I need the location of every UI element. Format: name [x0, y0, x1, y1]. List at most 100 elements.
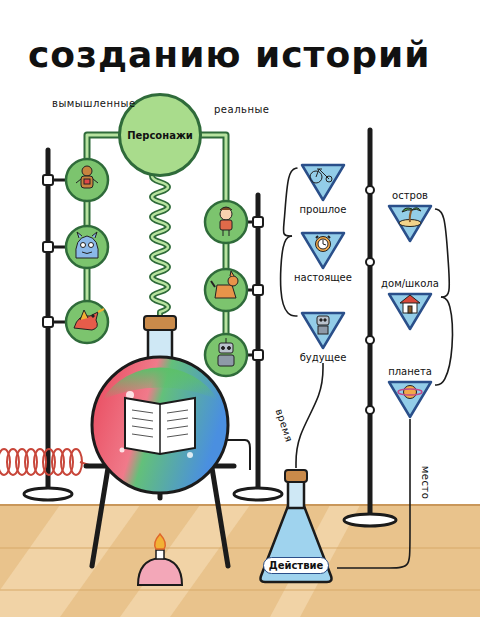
setting-icon [403, 302, 417, 313]
triangle-shape [302, 313, 344, 348]
node-text: прошлое [300, 204, 347, 215]
setting-triangle: дом/школа [379, 278, 441, 331]
tripod-and-burner [155, 534, 166, 549]
boy-icon [220, 208, 232, 220]
setting-icon [316, 236, 330, 238]
flask-shape [288, 480, 304, 508]
robot-icon [218, 338, 234, 366]
wire-connector [337, 419, 410, 568]
setting-icon [320, 319, 322, 321]
story-flask [132, 434, 153, 437]
stand-poles [43, 317, 53, 327]
robot-icon [218, 355, 234, 366]
gingerbread-icon [84, 179, 90, 184]
dog-icon [211, 271, 238, 298]
setting-icon [399, 208, 421, 227]
setting-icon [400, 295, 420, 313]
tripod-and-burner [138, 558, 182, 585]
triangle-shape [389, 294, 431, 329]
stand-poles [366, 258, 374, 266]
gingerbread-icon [81, 176, 93, 188]
triangle-shape [386, 379, 434, 419]
triangle-shape [299, 230, 347, 270]
setting-triangle: будущее [298, 310, 349, 363]
setting-icon [318, 239, 328, 249]
tripod-and-burner [156, 550, 164, 559]
setting-icon [324, 319, 326, 321]
monster-icon [89, 243, 94, 248]
stand-poles [256, 195, 261, 492]
story-flask [92, 316, 250, 493]
stand-poles [24, 488, 72, 500]
setting-icon [323, 240, 326, 245]
setting-icon [410, 209, 412, 222]
wire-label: время [273, 406, 295, 444]
stand-poles [253, 285, 263, 295]
boy-icon [220, 207, 232, 210]
setting-icon [404, 386, 417, 399]
setting-icon [317, 316, 329, 334]
setting-icon [316, 237, 331, 252]
action-flask: Действие [255, 468, 337, 586]
story-flask [167, 410, 188, 413]
spring [0, 449, 92, 475]
tripod-and-burner [92, 468, 108, 566]
stand-poles [253, 217, 263, 227]
story-flask [132, 410, 153, 413]
dog-icon [230, 271, 234, 276]
node-text: планета [388, 366, 432, 377]
setting-icon [402, 208, 421, 212]
monster-icon [82, 252, 92, 254]
dragon-icon [80, 310, 88, 320]
dragon-icon [74, 309, 104, 330]
story-flask [167, 434, 188, 437]
glass-tubes [152, 168, 168, 318]
boy-icon [229, 230, 230, 236]
boy-icon [223, 230, 224, 236]
story-flask [120, 448, 125, 453]
triangle-shape [302, 165, 344, 200]
triangle-shape [302, 233, 344, 268]
gingerbread-icon [82, 166, 92, 176]
group-label: реальные [214, 104, 270, 115]
stand-poles [234, 488, 282, 500]
node-text: настоящее [294, 272, 352, 283]
gingerbread-icon [76, 179, 81, 183]
table [0, 504, 480, 506]
character-circles [66, 159, 108, 201]
story-flask [167, 418, 188, 421]
triangle-shape [386, 203, 434, 243]
triangle-shape [389, 382, 431, 417]
triangle-shape [299, 162, 347, 202]
stand-poles [366, 406, 374, 414]
robot-icon [222, 347, 225, 350]
story-flask [226, 440, 250, 470]
triangle-shape [389, 206, 431, 241]
stand-poles [344, 514, 396, 526]
robot-icon [228, 347, 231, 350]
story-flask [132, 426, 153, 429]
monster-icon [81, 243, 86, 248]
table [0, 505, 140, 617]
setting-icon [398, 389, 422, 395]
setting-icon [316, 236, 331, 252]
flask-shape [261, 506, 332, 582]
stand-poles [366, 336, 374, 344]
title: созданию историй [28, 34, 430, 75]
monster-icon [76, 232, 99, 258]
setting-icon [398, 386, 422, 399]
table [120, 505, 250, 617]
wire-label: место [420, 464, 431, 500]
dragon-icon [92, 315, 94, 317]
stand-poles [24, 130, 396, 526]
dog-icon [228, 276, 238, 286]
setting-icon [408, 306, 412, 313]
setting-triangle: планета [385, 366, 435, 419]
character-circles [66, 159, 247, 376]
gingerbread-icon [76, 166, 98, 188]
character-circles [205, 269, 247, 311]
story-flask [167, 426, 188, 429]
stand-poles [253, 350, 263, 360]
dragon-icon [98, 309, 104, 312]
gingerbread-icon [93, 179, 98, 183]
